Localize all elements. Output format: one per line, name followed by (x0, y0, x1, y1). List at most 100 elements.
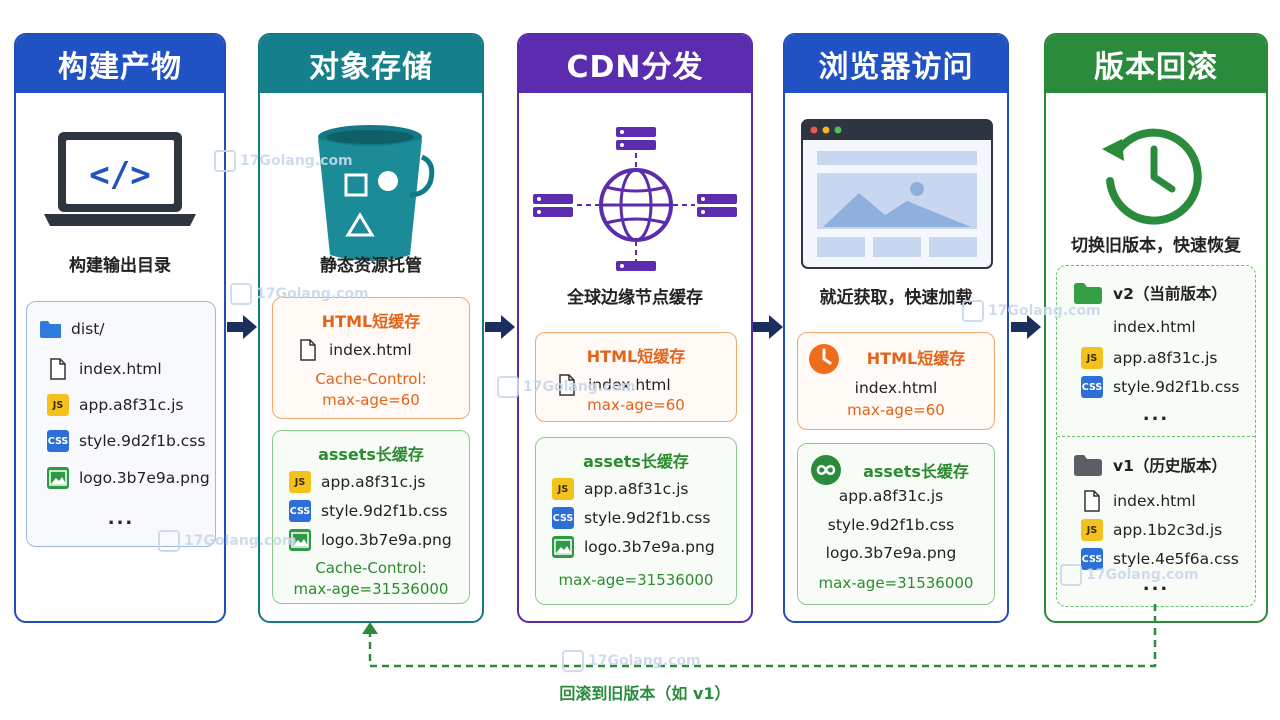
folder-icon (39, 318, 61, 340)
file-row-css[interactable]: CSS style.9d2f1b.css (47, 430, 205, 452)
browser-title: 浏览器访问 (785, 35, 1007, 93)
file-name[interactable]: app.a8f31c.js (838, 487, 944, 505)
file-name: logo.3b7e9a.png (584, 538, 715, 556)
file-name[interactable]: logo.3b7e9a.png (825, 544, 957, 562)
image-icon (47, 467, 69, 489)
rollback-link-label[interactable]: 回滚到旧版本（如 v1） (559, 684, 731, 703)
watermark: 17Golang.com (230, 283, 369, 305)
flow-arrow-right-icon (1011, 315, 1041, 339)
file-row-js[interactable]: JS app.a8f31c.js (47, 394, 183, 416)
browser-caption: 就近获取，快速加载 (819, 288, 973, 308)
build-column: 构建产物 </> 构建输出目录 dist/ index.html JS app.… (14, 33, 226, 623)
version-v2-header[interactable]: v2（当前版本） (1073, 282, 1227, 304)
file-row-css[interactable]: CSS style.4e5f6a.css (1081, 548, 1239, 570)
watermark-logo-icon (562, 650, 584, 672)
file-row-js[interactable]: JS app.a8f31c.js (552, 478, 688, 500)
watermark: 17Golang.com (962, 300, 1101, 322)
js-icon: JS (289, 471, 311, 493)
css-icon: CSS (289, 500, 311, 522)
html-cache-title: HTML短缓存 (866, 349, 966, 368)
flow-arrow-right-icon (753, 315, 783, 339)
file-name: index.html (79, 360, 162, 378)
more-files-ellipsis: ... (1142, 404, 1170, 425)
js-icon: JS (1081, 519, 1103, 541)
watermark-logo-icon (214, 150, 236, 172)
browser-window-icon (801, 119, 993, 269)
html-cache-title: HTML短缓存 (586, 347, 686, 366)
flow-arrow-right-icon (485, 315, 515, 339)
cache-max-age: max-age=60 (322, 391, 420, 409)
file-row-png[interactable]: logo.3b7e9a.png (552, 536, 715, 558)
watermark-logo-icon (497, 376, 519, 398)
rollback-column: 版本回滚 切换旧版本，快速恢复 v2（当前版本） index.html JS a… (1044, 33, 1268, 623)
file-icon (297, 339, 319, 361)
file-name: style.9d2f1b.css (1113, 378, 1240, 396)
browser-column: 浏览器访问 就近获取，快速加载 HTML短缓存 index.html max-a… (783, 33, 1009, 623)
watermark-logo-icon (230, 283, 252, 305)
watermark: 17Golang.com (1060, 564, 1199, 586)
storage-html-cache-box: HTML短缓存 index.html Cache-Control: max-ag… (272, 297, 470, 419)
watermark: 17Golang.com (562, 650, 701, 672)
version-list-box: v2（当前版本） index.html JS app.a8f31c.js CSS… (1056, 265, 1256, 607)
cache-max-age: max-age=60 (587, 396, 685, 414)
storage-title: 对象存储 (260, 35, 482, 93)
file-row-css[interactable]: CSS style.9d2f1b.css (1081, 376, 1239, 398)
cdn-html-cache-box: HTML短缓存 index.html max-age=60 (535, 332, 737, 422)
file-row-index[interactable]: index.html (1081, 490, 1196, 512)
assets-cache-title: assets长缓存 (583, 452, 689, 471)
clock-icon (809, 344, 839, 374)
cache-control-label: Cache-Control: (315, 559, 427, 577)
watermark-logo-icon (158, 530, 180, 552)
cdn-column: CDN分发 全球边缘节点缓存 HTML短缓存 (517, 33, 753, 623)
dist-folder[interactable]: dist/ (39, 318, 105, 340)
file-row-index[interactable]: index.html (1113, 318, 1196, 336)
file-row-js[interactable]: JS app.1b2c3d.js (1081, 519, 1222, 541)
file-row-css[interactable]: CSS style.9d2f1b.css (552, 507, 710, 529)
rollback-caption: 切换旧版本，快速恢复 (1071, 236, 1241, 256)
file-row-index[interactable]: index.html (47, 358, 162, 380)
file-name: index.html (588, 376, 671, 394)
file-row-index[interactable]: index.html (556, 374, 671, 396)
file-row-js[interactable]: JS app.a8f31c.js (289, 471, 425, 493)
file-name[interactable]: index.html (854, 379, 938, 397)
file-name: style.9d2f1b.css (321, 502, 448, 520)
file-name: app.a8f31c.js (584, 480, 689, 498)
file-row-png[interactable]: logo.3b7e9a.png (289, 529, 452, 551)
browser-assets-cache-box: assets长缓存 app.a8f31c.js style.9d2f1b.css… (797, 443, 995, 605)
cdn-assets-cache-box: assets长缓存 JS app.a8f31c.js CSS style.9d2… (535, 437, 737, 605)
js-icon: JS (1081, 347, 1103, 369)
cache-max-age: max-age=31536000 (818, 574, 974, 592)
css-icon: CSS (552, 507, 574, 529)
file-name: index.html (1113, 318, 1196, 336)
flow-arrow-right-icon (227, 315, 257, 339)
build-caption: 构建输出目录 (69, 256, 171, 276)
history-clock-icon (1102, 128, 1202, 225)
assets-cache-title: assets长缓存 (863, 462, 969, 481)
infinity-icon (811, 455, 841, 485)
cdn-title: CDN分发 (519, 35, 751, 93)
file-row-css[interactable]: CSS style.9d2f1b.css (289, 500, 447, 522)
file-row-js[interactable]: JS app.a8f31c.js (1081, 347, 1217, 369)
file-row-png[interactable]: logo.3b7e9a.png (47, 467, 210, 489)
watermark-logo-icon (1060, 564, 1082, 586)
version-v1-header[interactable]: v1（历史版本） (1073, 454, 1227, 476)
file-name: logo.3b7e9a.png (79, 469, 210, 487)
cache-max-age: max-age=31536000 (558, 571, 714, 589)
cache-control-label: Cache-Control: (315, 370, 427, 388)
file-name: style.9d2f1b.css (79, 432, 206, 450)
watermark-logo-icon (962, 300, 984, 322)
browser-html-cache-box: HTML短缓存 index.html max-age=60 (797, 332, 995, 430)
more-files-ellipsis: ... (107, 508, 135, 529)
file-row-index[interactable]: index.html (297, 339, 412, 361)
folder-green-icon (1073, 282, 1103, 304)
file-name: app.a8f31c.js (79, 396, 184, 414)
dist-directory-box: dist/ index.html JS app.a8f31c.js CSS st… (26, 301, 216, 547)
file-icon (47, 358, 69, 380)
file-name: style.4e5f6a.css (1113, 550, 1239, 568)
storage-assets-cache-box: assets长缓存 JS app.a8f31c.js CSS style.9d2… (272, 430, 470, 604)
file-name[interactable]: style.9d2f1b.css (827, 516, 955, 534)
more-files-ellipsis: ... (1142, 574, 1170, 595)
global-network-icon (533, 127, 737, 271)
version-divider (1057, 436, 1255, 437)
file-name: app.a8f31c.js (1113, 349, 1218, 367)
